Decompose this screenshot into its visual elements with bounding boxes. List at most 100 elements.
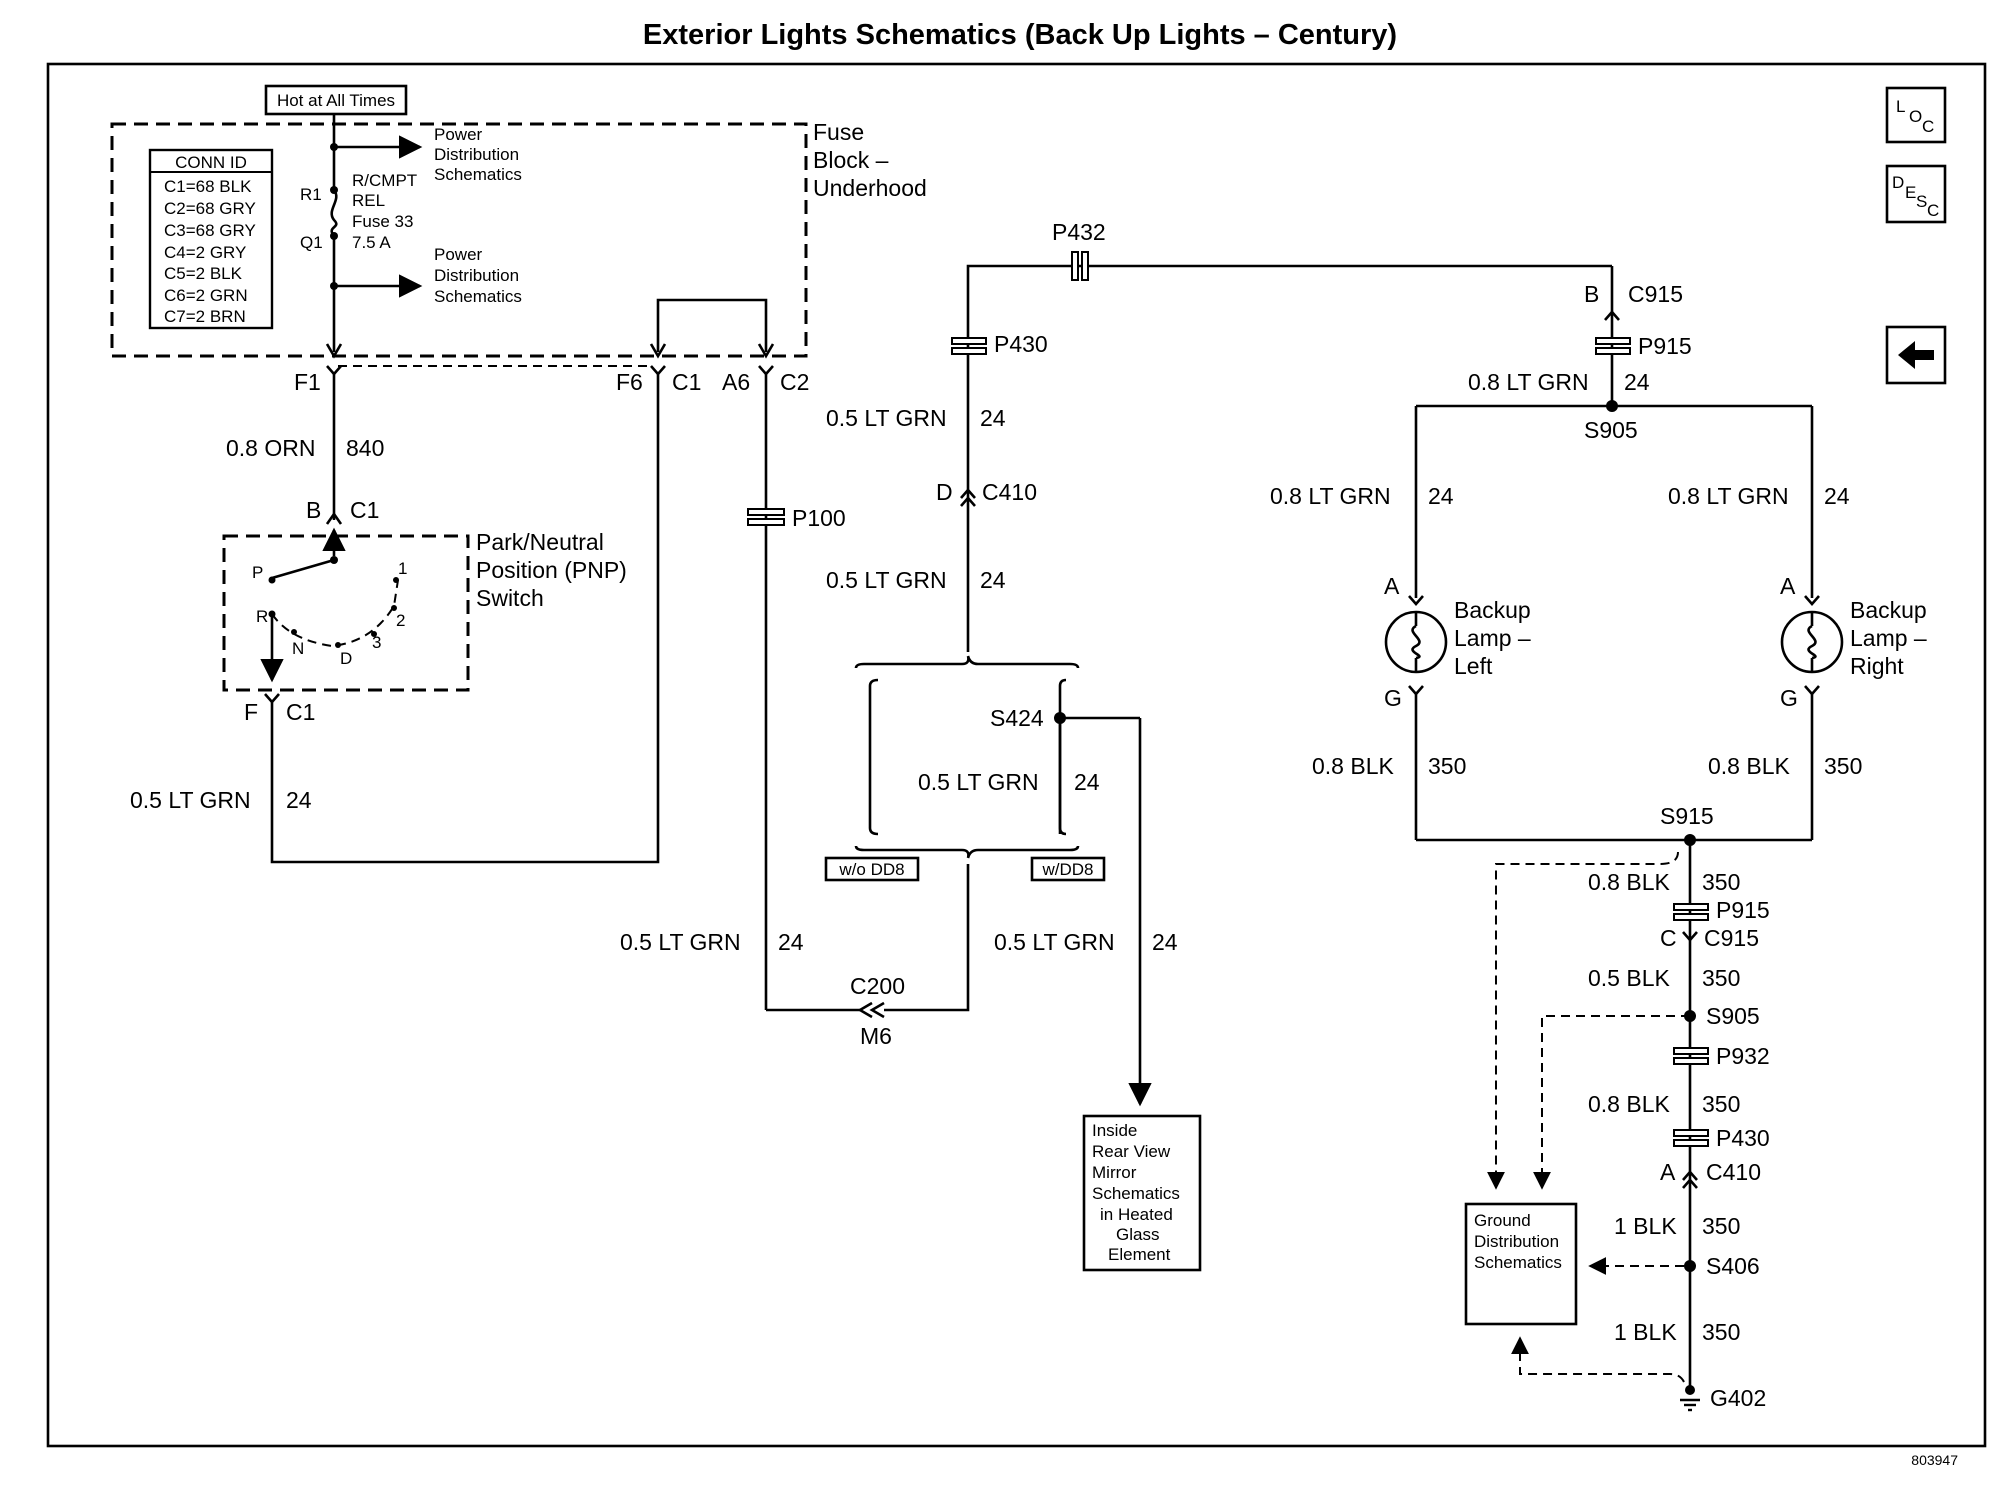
- ground-dist-line: Schematics: [1474, 1253, 1562, 1272]
- p915-connector-top: [1595, 337, 1631, 355]
- backup-lamp-left: [1384, 610, 1448, 674]
- wire-ckt-840: 840: [346, 435, 384, 461]
- wire-ckt: 24: [980, 567, 1006, 593]
- pnp-pin-b: B: [306, 497, 321, 523]
- c915-pin-c: C: [1660, 925, 1677, 951]
- option-w-dd8: [1030, 856, 1106, 882]
- ground-distribution-link[interactable]: Ground Distribution Schematics: [1464, 1202, 1578, 1326]
- figure-number: 803947: [1911, 1452, 1958, 1468]
- wire-ckt: 24: [1428, 483, 1454, 509]
- mirror-line: Schematics: [1092, 1184, 1180, 1203]
- pnp-conn-c1: C1: [350, 497, 379, 523]
- mirror-line: Mirror: [1092, 1163, 1137, 1182]
- c200-label: C200: [850, 973, 905, 999]
- pin-c2: C2: [780, 369, 809, 395]
- lamp-right-label: Backup: [1850, 597, 1927, 623]
- fuse-q1-label: Q1: [300, 233, 323, 252]
- mirror-line: Glass: [1116, 1225, 1159, 1244]
- p430-bottom-label: P430: [1716, 1125, 1770, 1151]
- lamp-right-pin-a: A: [1780, 573, 1796, 599]
- pnp-label: Park/Neutral: [476, 529, 604, 555]
- p915-label: P915: [1638, 333, 1692, 359]
- option-wo-dd8-label: w/o DD8: [838, 860, 904, 879]
- c915-pin-b: B: [1584, 281, 1599, 307]
- wire-ckt: 350: [1702, 1091, 1740, 1117]
- pnp-label: Position (PNP): [476, 557, 627, 583]
- wire-ckt: 350: [1702, 1319, 1740, 1345]
- lamp-left-pin-a: A: [1384, 573, 1400, 599]
- conn-id-row: C6=2 GRN: [164, 286, 248, 305]
- wire-label: 1 BLK: [1614, 1319, 1677, 1345]
- pin-f1: F1: [294, 369, 321, 395]
- backup-lamp-right: [1780, 610, 1844, 674]
- c915-label: C915: [1628, 281, 1683, 307]
- m6-label: M6: [860, 1023, 892, 1049]
- ground-dist-line: Distribution: [1474, 1232, 1559, 1251]
- p915-bottom-label: P915: [1716, 897, 1770, 923]
- pnp-pos-p: P: [252, 563, 263, 582]
- s406-label: S406: [1706, 1253, 1760, 1279]
- wire-label: 0.8 BLK: [1588, 1091, 1670, 1117]
- wire-label: 0.5 LT GRN: [994, 929, 1115, 955]
- s905-top-label: S905: [1584, 417, 1638, 443]
- wire-ckt: 24: [1624, 369, 1650, 395]
- fuse-block-label-3: Underhood: [813, 175, 927, 201]
- fuse-line: 7.5 A: [352, 233, 391, 252]
- wire-label: 0.8 LT GRN: [1270, 483, 1391, 509]
- fuse-r1-label: R1: [300, 185, 322, 204]
- power-dist-line: Schematics: [434, 287, 522, 306]
- lamp-right-label: Lamp –: [1850, 625, 1927, 651]
- conn-id-table: CONN ID C1=68 BLK C2=68 GRY C3=68 GRY C4…: [148, 148, 274, 330]
- wire-label: 0.5 LT GRN: [826, 405, 947, 431]
- pin-a6: A6: [722, 369, 750, 395]
- loc-letter-1: L: [1896, 97, 1905, 116]
- lamp-left-label: Backup: [1454, 597, 1531, 623]
- fuse-line: REL: [352, 191, 385, 210]
- mirror-schematics-link[interactable]: Inside Rear View Mirror Schematics in He…: [1082, 1114, 1202, 1272]
- loc-button[interactable]: L O C: [1885, 86, 1947, 144]
- pnp-pos-n: N: [292, 639, 304, 658]
- fuse-block-outline: [110, 122, 808, 358]
- wire-ckt: 24: [778, 929, 804, 955]
- p100-label: P100: [792, 505, 846, 531]
- p432-label: P432: [1052, 219, 1106, 245]
- pnp-conn-c1-bottom: C1: [286, 699, 315, 725]
- wire-ckt: 350: [1824, 753, 1862, 779]
- fuse-33-symbol: [330, 189, 338, 237]
- p932-connector: [1673, 1047, 1709, 1065]
- wire-ckt: 24: [286, 787, 312, 813]
- wire-label: 0.5 LT GRN: [918, 769, 1039, 795]
- wire-ckt: 350: [1702, 1213, 1740, 1239]
- mirror-line: Inside: [1092, 1121, 1137, 1140]
- p432-connector: [1071, 251, 1089, 281]
- diagram-title: Exterior Lights Schematics (Back Up Ligh…: [643, 19, 1397, 51]
- s424-label: S424: [990, 705, 1044, 731]
- conn-id-row: C5=2 BLK: [164, 264, 243, 283]
- wire-ckt: 24: [1152, 929, 1178, 955]
- loc-letter-3: C: [1922, 117, 1934, 136]
- back-button[interactable]: [1885, 325, 1947, 385]
- power-dist-line: Schematics: [434, 165, 522, 184]
- hot-label-box: [264, 84, 408, 116]
- conn-id-row: C4=2 GRY: [164, 243, 246, 262]
- desc-button[interactable]: D E S C: [1885, 164, 1947, 224]
- lamp-right-pin-g: G: [1780, 685, 1798, 711]
- wire-ckt: 24: [1824, 483, 1850, 509]
- pnp-pos-r: R: [256, 607, 268, 626]
- pnp-pos-d: D: [340, 649, 352, 668]
- wire-label: 0.8 BLK: [1708, 753, 1790, 779]
- p932-label: P932: [1716, 1043, 1770, 1069]
- pin-c1: C1: [672, 369, 701, 395]
- conn-id-row: C2=68 GRY: [164, 199, 256, 218]
- conn-id-row: C3=68 GRY: [164, 221, 256, 240]
- conn-id-row: C1=68 BLK: [164, 177, 252, 196]
- power-dist-line: Power: [434, 125, 483, 144]
- wire-label: 0.5 LT GRN: [826, 567, 947, 593]
- wire-ckt: 24: [1074, 769, 1100, 795]
- lamp-right-label: Right: [1850, 653, 1904, 679]
- desc-letter-1: D: [1892, 173, 1904, 192]
- wire-label: 0.8 LT GRN: [1668, 483, 1789, 509]
- wire-label: 0.8 LT GRN: [1468, 369, 1589, 395]
- c915-bottom-label: C915: [1704, 925, 1759, 951]
- p430-connector-top: [951, 337, 987, 355]
